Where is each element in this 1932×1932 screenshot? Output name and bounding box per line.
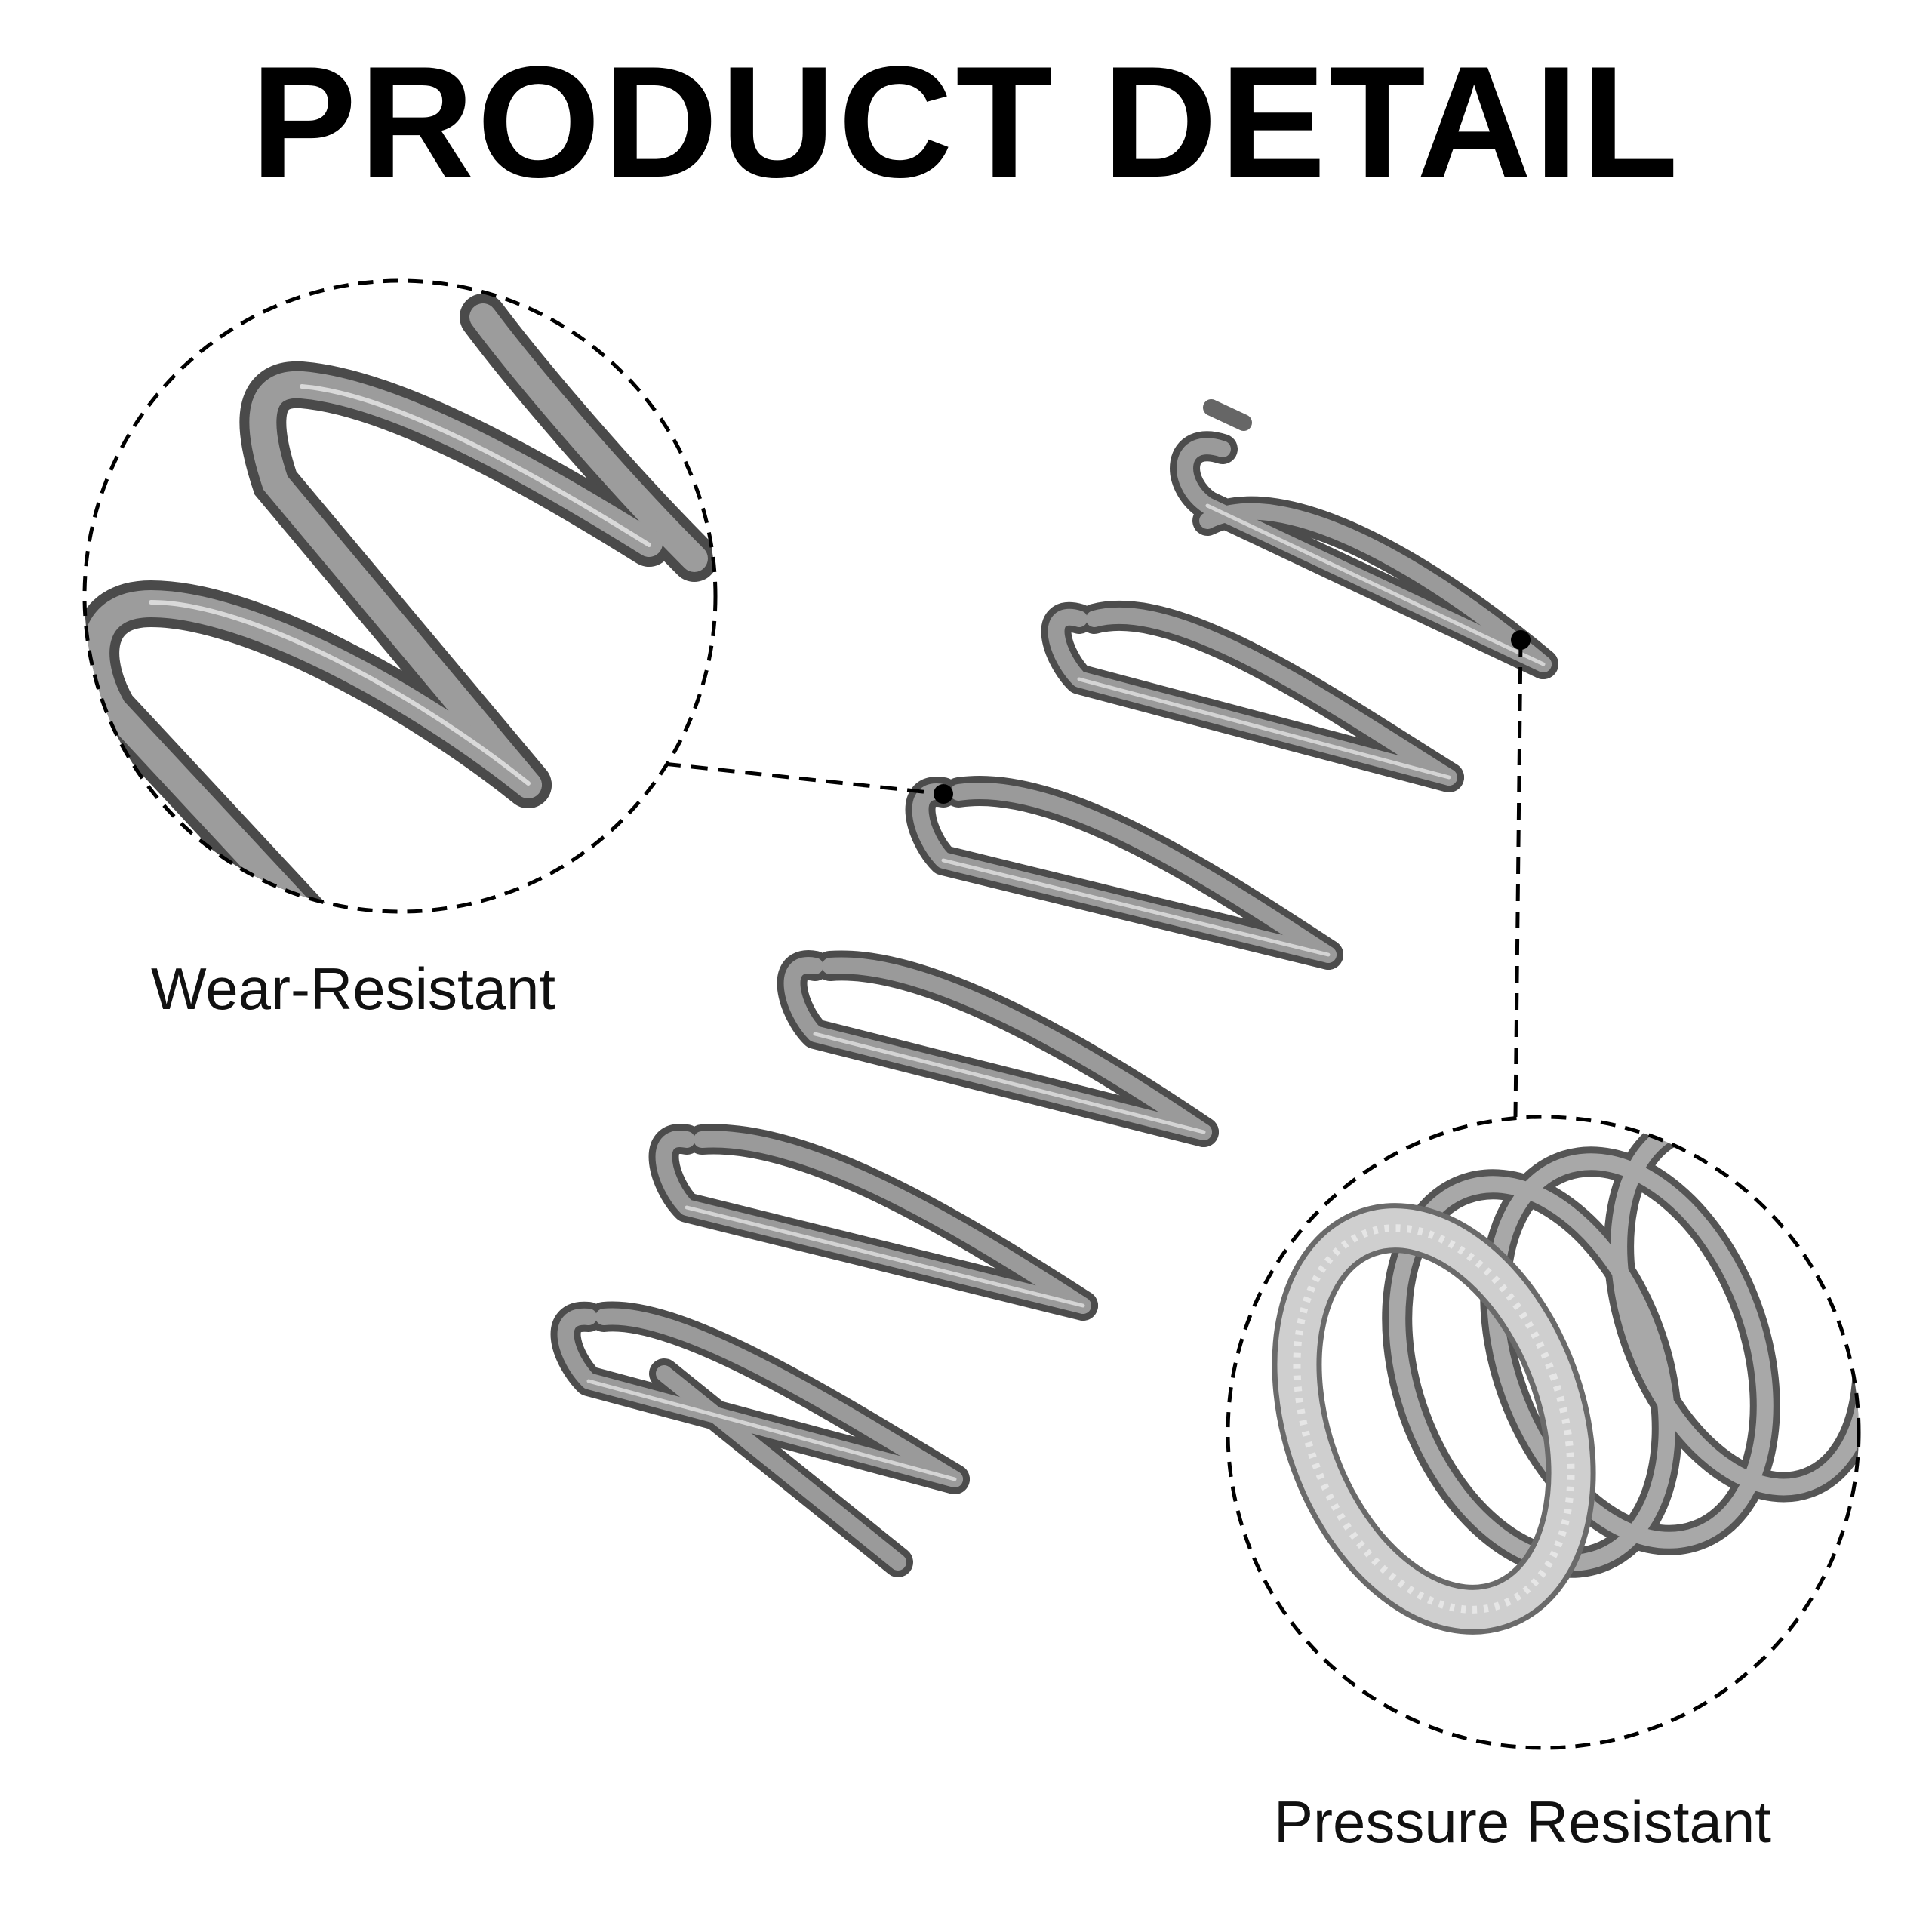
zoom-circle-right [1226,1115,1861,1750]
page-title: PRODUCT DETAIL [251,33,1681,211]
callout-leaders [663,639,1523,1118]
pressure-resistant-label: Pressure Resistant [1274,1789,1771,1855]
callout-dot-right [1511,630,1531,650]
wear-resistant-label: Wear-Resistant [151,955,556,1022]
main-spring [550,399,1558,1577]
zoom-circle-left [82,278,718,914]
callout-dot-left [934,784,953,804]
